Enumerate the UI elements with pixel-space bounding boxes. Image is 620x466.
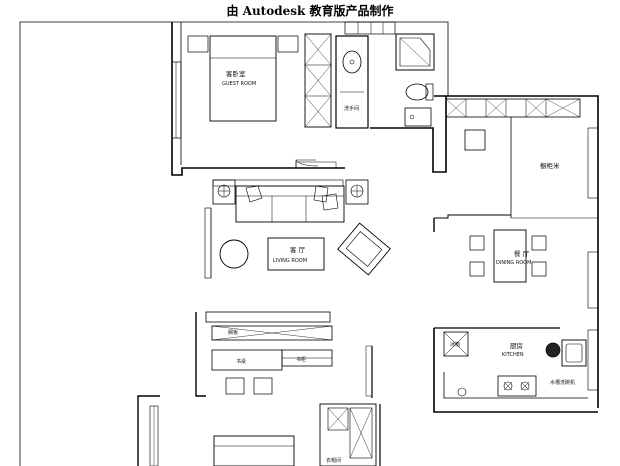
- coffee-table: [267, 237, 325, 271]
- lower-bed: [213, 435, 295, 466]
- kitchen-label: 厨房: [510, 341, 523, 350]
- desk-label: 书桌: [236, 358, 246, 365]
- side-table: [345, 179, 369, 205]
- guest-room: 客卧室 GUEST ROOM: [171, 22, 345, 176]
- shelf: [211, 325, 333, 341]
- stool: [225, 377, 245, 395]
- cushion: [313, 185, 329, 203]
- living-room: 客 厅 LIVING ROOM: [204, 179, 391, 279]
- wash-label: 洗手间: [344, 105, 359, 112]
- dining-chair: [531, 261, 547, 277]
- sofa: [235, 185, 345, 223]
- armchair: [337, 222, 391, 276]
- sink-label: 水槽洗碗机: [550, 379, 575, 386]
- washroom: 洗手间: [335, 21, 447, 173]
- stove: [497, 375, 537, 397]
- wardrobe-label: 衣帽间: [326, 457, 341, 464]
- bookcase-label: 书柜: [296, 356, 306, 363]
- dining-room: 餐 厅 DINING ROOM: [433, 214, 599, 309]
- shelf-label: 搁板: [228, 329, 238, 336]
- stool: [253, 377, 273, 395]
- kitchen-en-label: KITCHEN: [502, 352, 524, 358]
- toilet: [405, 83, 429, 101]
- wardrobe-guest: [304, 33, 332, 128]
- round-table: [219, 239, 249, 269]
- fixture: [457, 387, 467, 397]
- nightstand: [277, 35, 299, 53]
- living-room-en-label: LIVING ROOM: [273, 258, 307, 264]
- kitchen: 冰箱 厨房 KITCHEN 水槽洗碗机: [433, 327, 599, 413]
- wash-basin: [342, 50, 362, 74]
- fridge-label: 冰箱: [450, 341, 460, 348]
- dining-room-label: 餐 厅: [514, 249, 530, 258]
- dining-chair: [531, 235, 547, 251]
- plant-icon: [545, 342, 561, 358]
- wardrobe-lower: [319, 403, 377, 466]
- cabinet-room: 橱柜米: [434, 95, 599, 408]
- autodesk-banner: 由 Autodesk 教育版产品制作: [226, 4, 394, 18]
- cabinet-label: 橱柜米: [540, 161, 560, 170]
- desk: [211, 349, 283, 371]
- side-table: [212, 179, 236, 205]
- lower-bedroom: 衣帽间: [137, 395, 381, 466]
- cushion: [321, 193, 339, 211]
- study: 搁板 书桌 书柜: [195, 311, 373, 398]
- cushion: [245, 185, 263, 203]
- drawing-frame: [19, 21, 449, 466]
- burner-icon: [503, 381, 513, 391]
- dining-chair: [469, 261, 485, 277]
- shower: [395, 33, 435, 71]
- living-room-label: 客 厅: [290, 245, 306, 254]
- dining-table: [493, 229, 527, 283]
- guest-bed: [209, 35, 277, 122]
- dining-chair: [469, 235, 485, 251]
- guest-room-en-label: GUEST ROOM: [222, 81, 256, 87]
- burner-icon: [520, 381, 530, 391]
- nightstand: [187, 35, 209, 53]
- dining-room-en-label: DINING ROOM: [496, 260, 531, 266]
- sink: [561, 339, 587, 367]
- guest-room-label: 客卧室: [226, 69, 246, 78]
